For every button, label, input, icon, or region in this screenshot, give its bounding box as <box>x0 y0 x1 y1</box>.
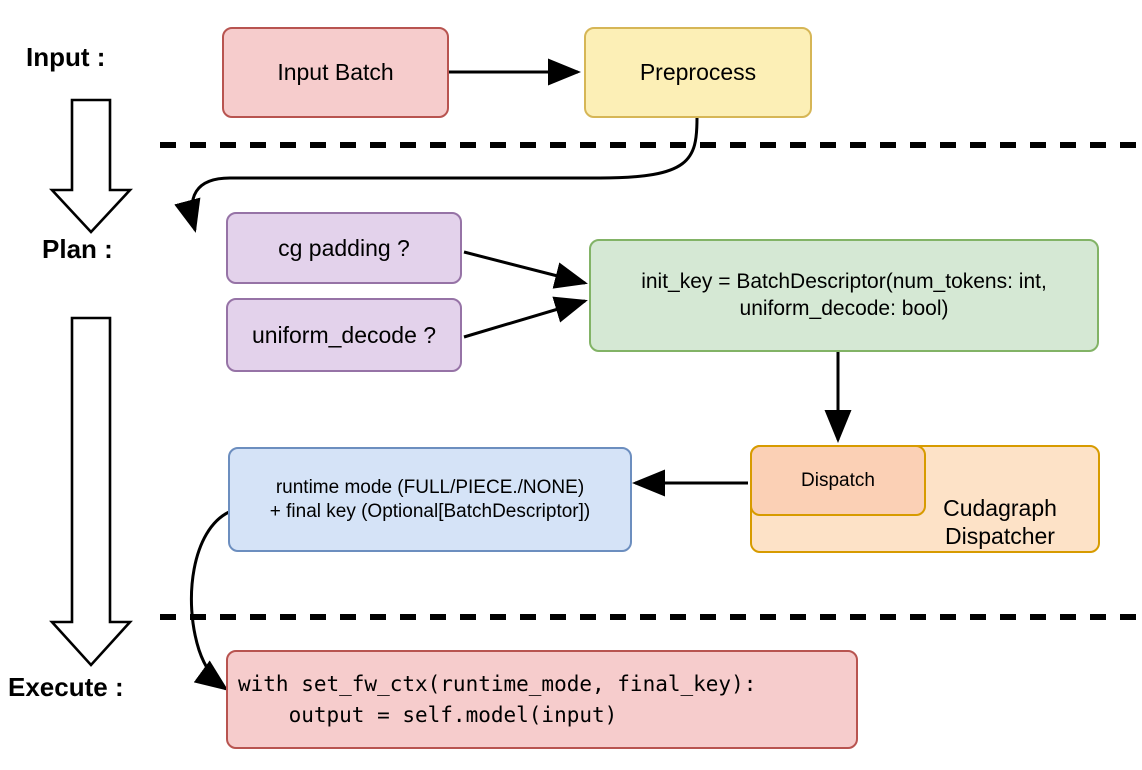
stage-arrow-input-to-plan <box>49 98 133 234</box>
runtime-mode-to-code-arrow <box>189 510 230 691</box>
node-runtime-mode-line2: + final key (Optional[BatchDescriptor]) <box>269 500 591 522</box>
node-cg-padding-label: cg padding ? <box>278 234 410 261</box>
code-line-1: with set_fw_ctx(runtime_mode, final_key)… <box>238 672 757 697</box>
cg-padding-to-init-key-arrow <box>463 250 588 289</box>
node-input-batch-label: Input Batch <box>277 59 394 86</box>
node-uniform-decode-label: uniform_decode ? <box>251 321 437 348</box>
code-line-2: output = self.model(input) <box>238 702 618 727</box>
node-cudagraph-dispatcher-label: Cudagraph Dispatcher <box>943 494 1057 550</box>
node-runtime-mode-line1: runtime mode (FULL/PIECE./NONE) <box>275 476 585 498</box>
node-dispatch[interactable]: Dispatch <box>750 445 926 516</box>
stage-label-input: Input : <box>26 42 106 72</box>
node-init-key-line1: init_key = BatchDescriptor(num_tokens: i… <box>641 270 1047 294</box>
node-input-batch[interactable]: Input Batch <box>222 27 449 118</box>
node-init-key-line2: uniform_decode: bool) <box>739 296 949 320</box>
stage-label-execute: Execute : <box>8 672 124 702</box>
node-preprocess-label: Preprocess <box>639 59 757 86</box>
node-execute-code[interactable]: with set_fw_ctx(runtime_mode, final_key)… <box>226 650 858 749</box>
node-cg-padding[interactable]: cg padding ? <box>226 212 462 284</box>
node-preprocess[interactable]: Preprocess <box>584 27 812 118</box>
node-runtime-mode[interactable]: runtime mode (FULL/PIECE./NONE) + final … <box>228 447 632 552</box>
uniform-decode-to-init-key-arrow <box>463 296 588 339</box>
preprocess-to-cg-padding-arrow <box>174 117 699 233</box>
node-init-key[interactable]: init_key = BatchDescriptor(num_tokens: i… <box>589 239 1099 352</box>
stage-label-plan: Plan : <box>42 234 113 264</box>
stage-arrow-plan-to-execute <box>49 316 133 667</box>
node-dispatch-label: Dispatch <box>801 469 875 491</box>
node-uniform-decode[interactable]: uniform_decode ? <box>226 298 462 372</box>
